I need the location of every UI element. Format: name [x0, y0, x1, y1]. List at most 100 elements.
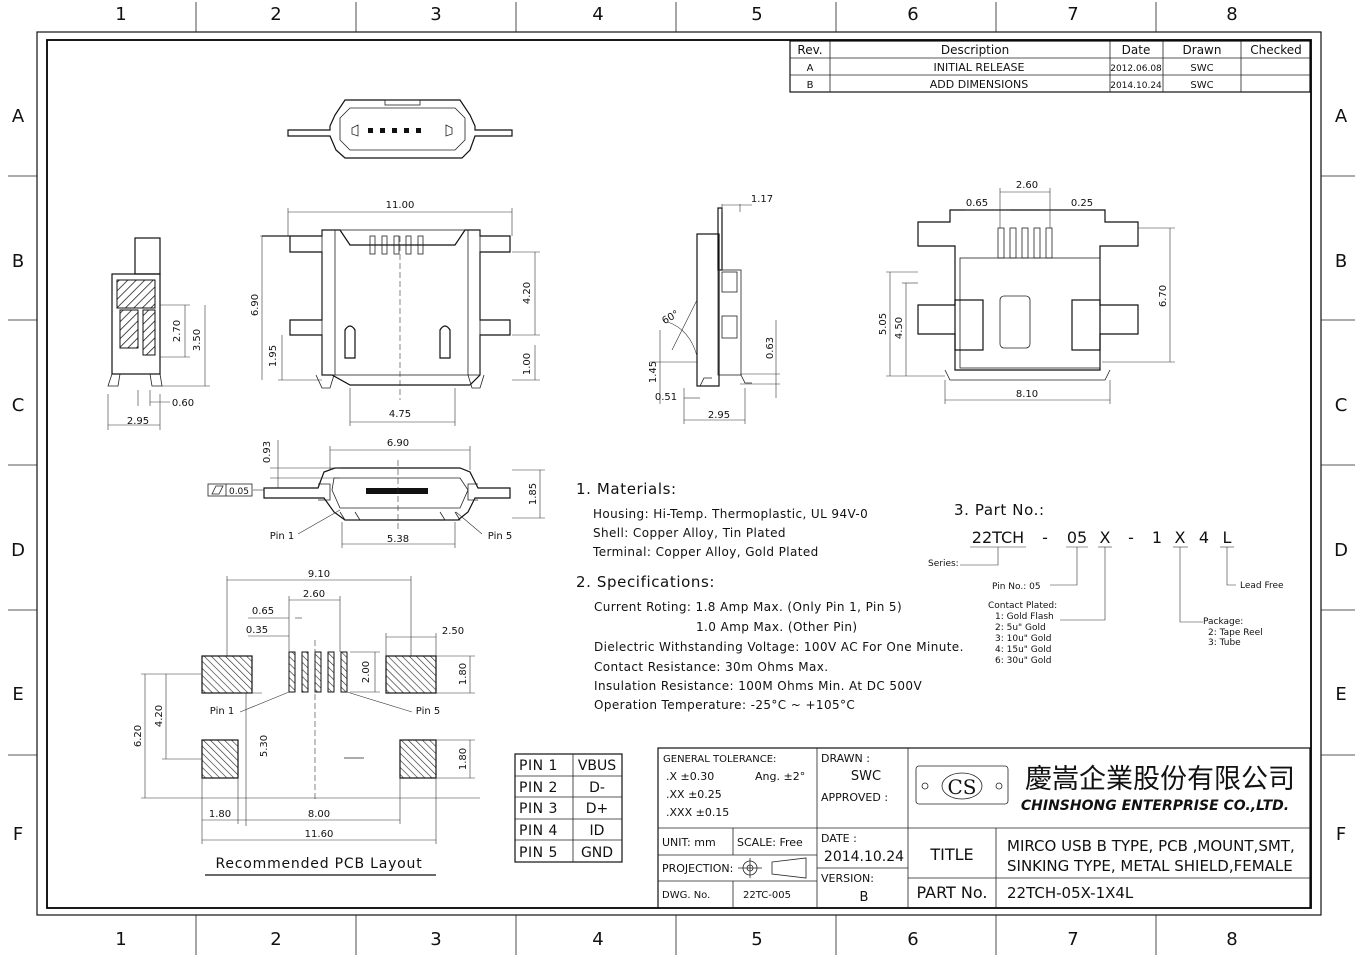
rev-a-drawn: SWC	[1190, 63, 1213, 74]
rev-b-rev: B	[807, 80, 814, 91]
pin-row-5-sig: GND	[581, 845, 613, 861]
col-label-8: 8	[1226, 4, 1237, 25]
notes-section: 1. Materials: Housing: Hi-Temp. Thermopl…	[576, 480, 964, 712]
row-label-a: A	[12, 106, 25, 127]
row-label-c-right: C	[1335, 395, 1348, 416]
date-value: 2014.10.24	[824, 849, 904, 865]
pcb-pad-bottom-right	[399, 739, 437, 779]
col-label-7: 7	[1067, 4, 1078, 25]
dim-pcb-260: 2.60	[303, 589, 325, 600]
row-label-e-right: E	[1335, 684, 1346, 705]
connector-right-side-view: 1.17 60° 0.63 1.45 0.51 2.95	[648, 194, 780, 424]
dim-pcb-250: 2.50	[442, 626, 464, 637]
col-label-1-bottom: 1	[115, 929, 126, 950]
flatness-callout	[207, 483, 253, 497]
rev-a-date: 2012.06.08	[1110, 64, 1162, 74]
dim-mid-093: 0.93	[262, 441, 273, 463]
package-1: 2: Tape Reel	[1208, 628, 1263, 638]
specs-item-4: Contact Resistance: 30m Ohms Max.	[594, 660, 828, 674]
materials-item-3: Terminal: Copper Alloy, Gold Plated	[592, 545, 819, 559]
pcb-layout-title: Recommended PCB Layout	[215, 856, 422, 872]
dim-mid-538: 5.38	[387, 534, 409, 545]
row-label-b: B	[12, 251, 24, 272]
dim-pcb-180a: 1.80	[458, 663, 469, 685]
row-label-d: D	[11, 540, 25, 561]
title-line-1: MIRCO USB B TYPE, PCB ,MOUNT,SMT,	[1007, 837, 1295, 855]
connector-left-side-view: 2.70 3.50 0.60 2.95	[107, 237, 210, 430]
dim-mid-flatness: 0.05	[229, 487, 249, 497]
rev-b-date: 2014.10.24	[1110, 81, 1162, 91]
contact-plated-title: Contact Plated:	[988, 601, 1057, 611]
dim-pcb-620: 6.20	[133, 725, 144, 747]
grid-ticks	[8, 2, 1355, 955]
dim-side-060: 0.60	[172, 398, 194, 409]
dim-top-505: 5.05	[878, 313, 889, 335]
dim-mid-185: 1.85	[528, 483, 539, 505]
col-label-4-bottom: 4	[592, 929, 603, 950]
col-label-5-bottom: 5	[751, 929, 762, 950]
pcb-layout: 9.10 2.60 0.65 0.35 2.50 2.00 1.80 1.80 …	[133, 569, 480, 876]
col-label-6: 6	[907, 4, 918, 25]
specs-item-2: 1.0 Amp Max. (Other Pin)	[696, 620, 857, 634]
date-label: DATE :	[821, 832, 857, 845]
dwg-number: 22TC-005	[743, 890, 791, 901]
dim-rside-063: 0.63	[765, 337, 776, 359]
dim-pcb-910: 9.10	[308, 569, 330, 580]
contact-plated-2: 2: 5u" Gold	[995, 623, 1046, 633]
specs-title: 2. Specifications:	[576, 573, 715, 591]
version-value: B	[860, 890, 869, 905]
materials-item-1: Housing: Hi-Temp. Thermoplastic, UL 94V-…	[593, 507, 868, 521]
rev-header-rev: Rev.	[797, 43, 822, 57]
dim-rside-angle: 60°	[660, 309, 681, 327]
specs-item-3: Dielectric Withstanding Voltage: 100V AC…	[594, 640, 964, 654]
dim-rside-051: 0.51	[655, 392, 677, 403]
drawn-value: SWC	[851, 769, 881, 784]
contact-plated-3: 3: 10u" Gold	[995, 634, 1051, 644]
code-package: X	[1175, 528, 1186, 547]
company-name-en: CHINSHONG ENTERPRISE CO.,LTD.	[1021, 798, 1289, 814]
dim-pcb-800: 8.00	[308, 809, 330, 820]
dim-rside-145: 1.45	[648, 361, 659, 383]
dim-rside-117: 1.17	[751, 194, 773, 205]
label-mid-pin1: Pin 1	[270, 531, 294, 542]
dim-side-295: 2.95	[127, 416, 149, 427]
title-block: GENERAL TOLERANCE: .X ±0.30 Ang. ±2° .XX…	[657, 747, 1311, 909]
pin-table: PIN 1 VBUS PIN 2 D- PIN 3 D+ PIN 4 ID PI…	[514, 753, 623, 863]
contact-plated-5: 6: 30u" Gold	[995, 656, 1051, 666]
specs-item-6: Operation Temperature: -25°C ~ +105°C	[594, 698, 855, 712]
code-plating: X	[1100, 528, 1111, 547]
contact-dots	[368, 128, 421, 133]
col-label-3: 3	[430, 4, 441, 25]
part-number-value: 22TCH-05X-1X4L	[1007, 884, 1134, 902]
specs-item-1: Current Roting: 1.8 Amp Max. (Only Pin 1…	[594, 600, 902, 614]
company-logo: CS	[915, 765, 1009, 805]
code-series: 22TCH	[972, 528, 1024, 547]
dim-pcb-180c: 1.80	[209, 809, 231, 820]
col-label-7-bottom: 7	[1067, 929, 1078, 950]
col-label-2: 2	[270, 4, 281, 25]
connector-top-view: 2.60 0.65 0.25 6.70 5.05 4.50 8.10	[878, 180, 1175, 404]
materials-item-2: Shell: Copper Alloy, Tin Plated	[593, 526, 786, 540]
dim-top-670: 6.70	[1158, 285, 1169, 307]
rev-header-drawn: Drawn	[1183, 43, 1222, 57]
part-label: PART No.	[917, 883, 988, 902]
title-label: TITLE	[929, 845, 973, 864]
dwg-label: DWG. No.	[662, 890, 710, 901]
row-label-f-right: F	[1336, 824, 1346, 845]
dim-front-right-height: 4.20	[522, 282, 533, 304]
pin-row-1-sig: VBUS	[578, 758, 616, 774]
label-mid-pin5: Pin 5	[488, 531, 512, 542]
dim-side-350: 3.50	[192, 329, 203, 351]
rev-a-rev: A	[807, 63, 814, 74]
grid-labels: 1 2 3 4 5 6 7 8 1 2 3 4 5 6 7 8 A B C D …	[11, 4, 1348, 950]
col-label-1: 1	[115, 4, 126, 25]
code-pins: 05	[1067, 528, 1087, 547]
code-lead-free: L	[1223, 528, 1232, 547]
front-contacts	[369, 235, 424, 255]
specs-item-5: Insulation Resistance: 100M Ohms Min. At…	[594, 679, 922, 693]
rev-header-desc: Description	[941, 43, 1009, 57]
col-label-5: 5	[751, 4, 762, 25]
scale-label: SCALE: Free	[737, 836, 803, 849]
tolerance-x: .X ±0.30	[666, 770, 714, 783]
col-label-3-bottom: 3	[430, 929, 441, 950]
